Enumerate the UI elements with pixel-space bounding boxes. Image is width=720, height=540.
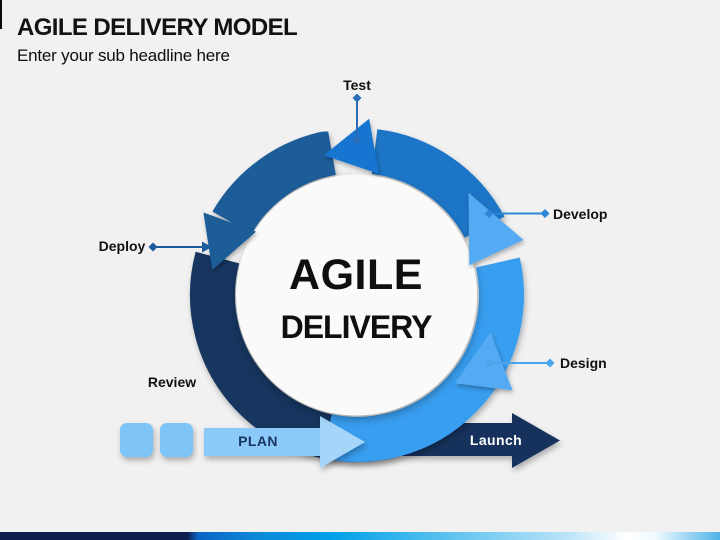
- cycle-inner-circle: [236, 174, 477, 416]
- arrowhead-design-icon: [454, 332, 513, 391]
- plan-arrow-head: [320, 416, 365, 468]
- slide-title: AGILE DELIVERY MODEL: [17, 14, 298, 41]
- connector-design: [485, 358, 555, 368]
- screen-edge-artifact: [0, 0, 2, 29]
- plan-flow-group: PLAN: [120, 416, 365, 468]
- plan-arrow-label: PLAN: [238, 433, 278, 449]
- launch-arrow-label: Launch: [470, 432, 522, 448]
- label-develop: Develop: [553, 206, 607, 222]
- cycle-arc-dark-blue: [212, 130, 337, 235]
- connector-test: [352, 93, 362, 145]
- label-deploy: Deploy: [99, 238, 146, 254]
- label-design: Design: [560, 355, 607, 371]
- plan-square-1: [120, 423, 153, 457]
- plan-square-2: [160, 423, 193, 457]
- slide-subtitle: Enter your sub headline here: [17, 46, 230, 65]
- bottom-accent-bar: [0, 532, 720, 540]
- cycle-arc-light-blue: [322, 257, 524, 462]
- connector-deploy: [148, 241, 212, 253]
- arrowhead-develop-icon: [468, 192, 524, 266]
- center-title-line1: AGILE: [289, 251, 423, 299]
- arrowhead-test-icon: [323, 118, 379, 174]
- center-title-line2: DELIVERY: [281, 309, 433, 345]
- cycle-arrowheads-group: [203, 118, 524, 391]
- label-review: Review: [148, 374, 196, 390]
- label-test: Test: [343, 77, 371, 93]
- arrowhead-deploy-icon: [203, 212, 257, 271]
- connector-develop: [484, 209, 550, 218]
- plan-arrow-body: [204, 428, 322, 456]
